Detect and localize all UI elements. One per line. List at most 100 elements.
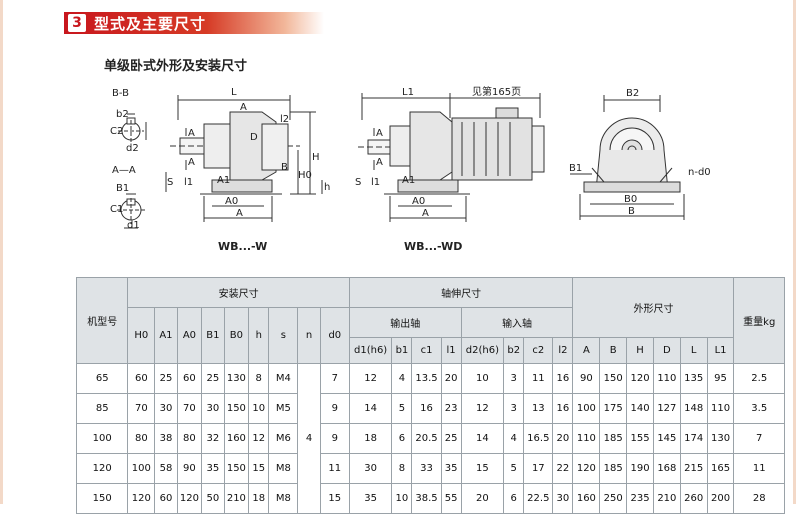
output-shaft-cell: 6 (391, 423, 413, 454)
install-cell: 120 (127, 483, 156, 514)
install-cell: 35 (201, 453, 225, 484)
weight-cell: 11 (733, 453, 785, 484)
output-shaft-cell: 16 (411, 393, 442, 424)
install-cell: 120 (176, 483, 203, 514)
header-d1: d1(h6) (348, 337, 393, 364)
header-outline-L1: L1 (706, 337, 735, 364)
wd-dim-see-page: 见第165页 (472, 85, 521, 98)
outline-cell: 90 (572, 363, 601, 394)
n-cell: 4 (297, 363, 321, 514)
end-dim-B1: B1 (569, 163, 582, 174)
header-outline-H: H (626, 337, 654, 364)
header-A1: A1 (154, 307, 178, 364)
w-dim-h: h (324, 182, 330, 193)
install-cell: 30 (201, 393, 225, 424)
output-shaft-cell: 8 (391, 453, 413, 484)
header-outline-D: D (652, 337, 681, 364)
output-shaft-cell: 55 (440, 483, 462, 514)
header-b2: b2 (503, 337, 525, 364)
install-cell: 58 (154, 453, 178, 484)
w-dim-H: H (312, 152, 320, 163)
input-shaft-cell: 20 (552, 423, 574, 454)
output-shaft-cell: 5 (391, 393, 413, 424)
w-dim-H0: H0 (298, 170, 312, 181)
w-dim-A-top: A (188, 128, 195, 139)
end-dim-B0: B0 (624, 194, 637, 205)
header-weight: 重量kg (733, 277, 785, 364)
output-shaft-cell: 12 (348, 363, 393, 394)
outline-cell: 120 (572, 453, 601, 484)
install-cell: 25 (154, 363, 178, 394)
install-cell: 50 (201, 483, 225, 514)
output-shaft-cell: 23 (440, 393, 462, 424)
install-cell: 15 (248, 453, 270, 484)
install-cell: 150 (223, 393, 250, 424)
header-H0: H0 (127, 307, 156, 364)
reducer-side-view-wd (358, 93, 545, 222)
input-shaft-cell: 6 (503, 483, 525, 514)
input-shaft-cell: 16.5 (523, 423, 554, 454)
header-c1: c1 (411, 337, 442, 364)
input-shaft-cell: 17 (523, 453, 554, 484)
output-shaft-cell: 20.5 (411, 423, 442, 454)
outline-cell: 120 (626, 363, 654, 394)
outline-cell: 110 (652, 363, 681, 394)
outline-cell: 200 (706, 483, 735, 514)
figure-subtitle: 单级卧式外形及安装尺寸 (104, 59, 248, 74)
outline-cell: 95 (706, 363, 735, 394)
output-shaft-cell: 38.5 (411, 483, 442, 514)
w-dim-L: L (231, 87, 237, 98)
header-outline-B: B (599, 337, 628, 364)
header-output-shaft: 输出轴 (348, 307, 462, 338)
outline-cell: 210 (652, 483, 681, 514)
outline-cell: 185 (599, 453, 628, 484)
bb-dim-b2: b2 (116, 109, 129, 120)
end-dim-n-d0: n-d0 (688, 167, 711, 178)
input-shaft-cell: 16 (552, 393, 574, 424)
w-dim-A-center: A (240, 102, 247, 113)
wd-dim-A: A (422, 208, 429, 219)
weight-cell: 7 (733, 423, 785, 454)
w-dim-A-bottom: A (188, 157, 195, 168)
wd-dim-A1: A1 (402, 175, 415, 186)
header-outline-L: L (679, 337, 708, 364)
outline-cell: 160 (572, 483, 601, 514)
input-shaft-cell: 16 (552, 363, 574, 394)
model-cell: 120 (75, 453, 129, 484)
wd-dim-S: S (355, 177, 361, 188)
header-s: s (268, 307, 299, 364)
install-cell: M5 (268, 393, 299, 424)
outline-cell: 174 (679, 423, 708, 454)
aa-dim-c1: C1 (110, 204, 123, 215)
outline-cell: 110 (706, 393, 735, 424)
w-dim-A1: A1 (217, 175, 230, 186)
wd-dim-L1: L1 (402, 87, 414, 98)
header-l2: l2 (552, 337, 574, 364)
install-cell: 70 (176, 393, 203, 424)
header-B1: B1 (201, 307, 225, 364)
outline-cell: 250 (599, 483, 628, 514)
header-l1: l1 (440, 337, 462, 364)
model-cell: 85 (75, 393, 129, 424)
install-cell: 18 (248, 483, 270, 514)
header-d2: d2(h6) (460, 337, 505, 364)
install-cell: 38 (154, 423, 178, 454)
output-shaft-cell: 30 (348, 453, 393, 484)
install-cell: 60 (176, 363, 203, 394)
outline-cell: 140 (626, 393, 654, 424)
install-cell: 90 (176, 453, 203, 484)
wd-dim-A0: A0 (412, 196, 425, 207)
header-outline-A: A (572, 337, 601, 364)
d0-cell: 9 (319, 423, 350, 454)
dimension-drawings: B-B b2 C2 d2 A—A B1 C1 d1 L A A A D l2 B… (110, 85, 711, 253)
header-b1: b1 (391, 337, 413, 364)
outline-cell: 130 (706, 423, 735, 454)
header-h: h (248, 307, 270, 364)
input-shaft-cell: 20 (460, 483, 505, 514)
wd-dim-A-top: A (376, 128, 383, 139)
install-cell: 130 (223, 363, 250, 394)
output-shaft-cell: 4 (391, 363, 413, 394)
